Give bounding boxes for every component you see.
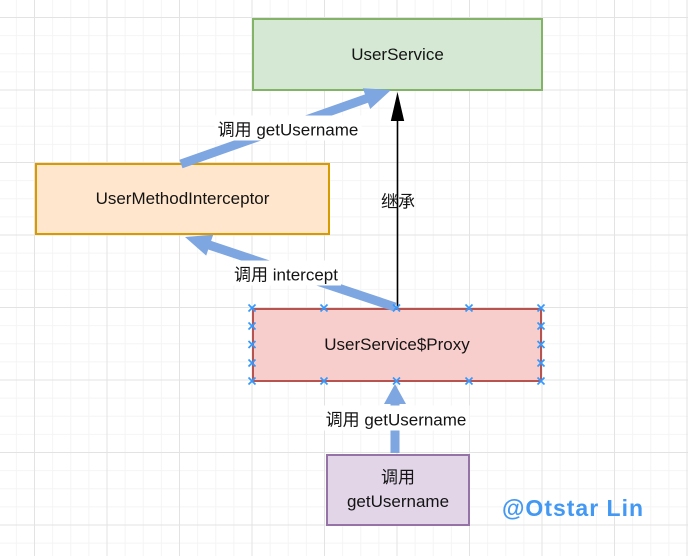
node-user-service[interactable]: UserService — [252, 18, 543, 91]
node-user-method-interceptor-label: UserMethodInterceptor — [95, 189, 270, 208]
node-user-service-label: UserService — [351, 44, 444, 64]
node-user-service-proxy[interactable]: UserService$Proxy — [252, 308, 542, 382]
watermark-signature: @Otstar Lin — [502, 495, 645, 521]
edge-label-inheritance[interactable]: 继承 — [381, 192, 415, 212]
inheritance-arrowhead-icon — [390, 92, 405, 121]
node-call-getusername-line2: getUsername — [346, 492, 450, 511]
node-call-getusername-line1: 调用 — [381, 468, 415, 487]
node-user-method-interceptor[interactable]: UserMethodInterceptor — [35, 163, 330, 235]
edge-label-call-getusername-bottom[interactable]: 调用 getUsername — [322, 405, 470, 431]
edge-label-call-intercept[interactable]: 调用 intercept — [231, 260, 341, 286]
connection-points-icon — [247, 303, 546, 386]
node-user-service-proxy-label: UserService$Proxy — [324, 335, 470, 354]
edge-label-call-getusername-top[interactable]: 调用 getUsername — [214, 115, 362, 141]
node-call-getusername[interactable]: 调用 getUsername — [326, 454, 470, 526]
edge-inheritance-arrow[interactable] — [390, 92, 405, 308]
